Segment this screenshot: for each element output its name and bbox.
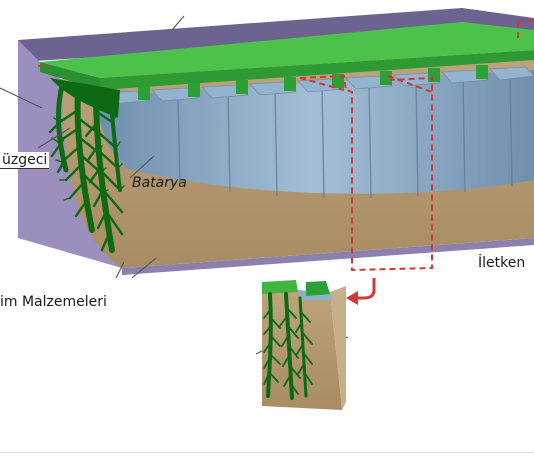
section-cutout-outline: [299, 74, 433, 272]
heatsink-label: üzgeci: [0, 152, 50, 169]
casing-back-wall: [18, 8, 534, 62]
heat-sink-left-edge: [40, 62, 100, 90]
heat-sink-top-face: [40, 22, 534, 78]
cell-terminals: [99, 66, 534, 105]
conductor-label: İletken: [478, 255, 526, 271]
tree-heat-sink-main: [48, 78, 125, 253]
dashed-outline-topright: [517, 19, 534, 38]
battery-cells: [96, 70, 534, 199]
heat-sink-front-edge: [100, 50, 534, 90]
heat-sink-fins: [138, 65, 488, 100]
bottom-divider: [0, 452, 534, 453]
detail-arrow-head: [346, 291, 358, 305]
battery-label: Batarya: [132, 175, 187, 191]
leader-lines: [0, 15, 349, 355]
detail-section: [262, 280, 346, 410]
detail-arrow: [356, 278, 376, 300]
materials-label: im Malzemeleri: [0, 294, 107, 310]
